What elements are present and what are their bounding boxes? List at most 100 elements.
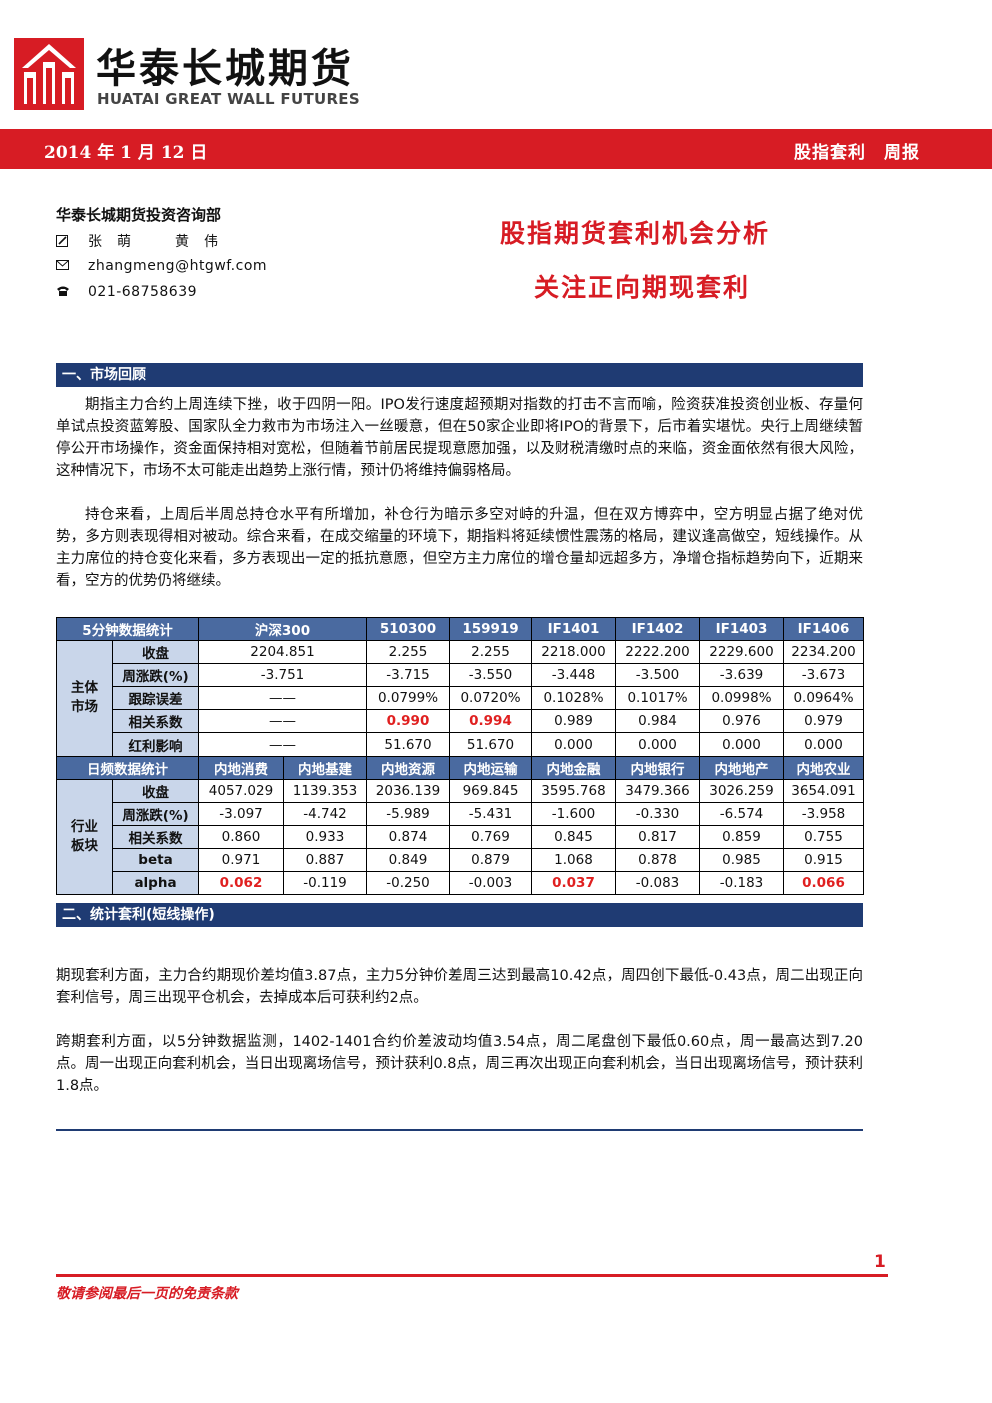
paragraph: 持仓来看，上周后半周总持仓水平有所增加，补仓行为暗示多空对峙的升温，但在双方博弈… — [56, 507, 863, 589]
table-cell: 0.845 — [531, 824, 616, 849]
table-cell: -5.989 — [366, 801, 450, 826]
table-cell: 0.0720% — [449, 686, 532, 711]
author-names: 张 萌 黄 伟 — [88, 234, 219, 250]
company-logo-icon — [14, 38, 84, 110]
phone-row: 021-68758639 — [56, 284, 197, 300]
table-cell: 51.670 — [449, 732, 532, 757]
table-header-cell: 内地地产 — [699, 755, 784, 780]
table-cell: -3.500 — [615, 663, 700, 688]
table-cell: 2036.139 — [366, 778, 450, 803]
table-cell: 0.971 — [198, 847, 284, 873]
table-cell-highlight: 0.990 — [366, 709, 450, 734]
page-number: 1 — [874, 1252, 886, 1272]
table-cell: -0.083 — [615, 871, 700, 896]
table-cell: 0.985 — [699, 847, 784, 873]
email-row: zhangmeng@htgwf.com — [56, 258, 267, 274]
table-cell: 0.0964% — [783, 686, 864, 711]
email-icon — [56, 259, 70, 271]
table-header-cell: IF1406 — [783, 616, 864, 642]
table-header-cell: 内地金融 — [531, 755, 616, 780]
phone-icon — [56, 285, 70, 297]
table-row: 红利影响 —— 51.670 51.670 0.000 0.000 0.000 … — [57, 732, 864, 757]
table-cell: 3595.768 — [531, 778, 616, 803]
paragraph: 期现套利方面，主力合约期现价差均值3.87点，主力5分钟价差周三达到最高10.4… — [56, 968, 863, 1006]
paragraph: 期指主力合约上周连续下挫，收于四阴一阳。IPO发行速度超预期对指数的打击不言而喻… — [56, 397, 863, 479]
row-label: 收盘 — [112, 778, 199, 803]
table-cell: 2229.600 — [699, 640, 784, 665]
table-cell: 2.255 — [366, 640, 450, 665]
table-row: beta 0.971 0.887 0.849 0.879 1.068 0.878… — [57, 847, 864, 873]
department-name: 华泰长城期货投资咨询部 — [56, 206, 222, 224]
daily-stats-header: 日频数据统计 内地消费 内地基建 内地资源 内地运输 内地金融 内地银行 内地地… — [56, 755, 864, 780]
table-cell: -0.183 — [699, 871, 784, 896]
table-cell: 0.817 — [615, 824, 700, 849]
minute-stats-header: 5分钟数据统计 沪深300 510300 159919 IF1401 IF140… — [56, 616, 864, 642]
table-cell: -5.431 — [449, 801, 532, 826]
table-cell: -3.550 — [449, 663, 532, 688]
table-header-cell: 内地运输 — [449, 755, 532, 780]
table-cell-highlight: 0.994 — [449, 709, 532, 734]
table-cell: -3.097 — [198, 801, 284, 826]
row-label: 红利影响 — [112, 732, 199, 757]
table-cell: 0.1028% — [531, 686, 616, 711]
table-header-cell: 159919 — [449, 616, 532, 642]
table-cell: 0.915 — [783, 847, 864, 873]
table-row: 跟踪误差 —— 0.0799% 0.0720% 0.1028% 0.1017% … — [57, 686, 864, 711]
table-cell: -3.639 — [699, 663, 784, 688]
table-cell: 0.860 — [198, 824, 284, 849]
table-cell: —— — [198, 686, 367, 711]
author-email[interactable]: zhangmeng@htgwf.com — [88, 258, 268, 274]
table-header-cell: 510300 — [366, 616, 450, 642]
section-title-stat-arbitrage: 二、统计套利(短线操作) — [56, 903, 863, 927]
table-header-cell: 日频数据统计 — [56, 755, 199, 780]
table-header-cell: 内地消费 — [198, 755, 284, 780]
table-cell: 0.859 — [699, 824, 784, 849]
row-label: 周涨跌(%) — [112, 663, 199, 688]
table-cell: 0.0998% — [699, 686, 784, 711]
table-cell: 0.979 — [783, 709, 864, 734]
author-names-row: 张 萌 黄 伟 — [56, 231, 219, 251]
author-phone: 021-68758639 — [88, 284, 198, 300]
row-label: 周涨跌(%) — [112, 801, 199, 826]
table-cell: 3026.259 — [699, 778, 784, 803]
row-label: 收盘 — [112, 640, 199, 665]
table-cell: -3.958 — [783, 801, 864, 826]
table-cell-highlight: 0.062 — [198, 871, 284, 896]
table-header-cell: IF1403 — [699, 616, 784, 642]
footer-divider — [56, 1274, 888, 1277]
table-header-cell: IF1401 — [531, 616, 616, 642]
table-cell: —— — [198, 732, 367, 757]
table-cell: 969.845 — [449, 778, 532, 803]
table-row: 主体市场 收盘 2204.851 2.255 2.255 2218.000 22… — [56, 640, 864, 757]
table-cell: 0.000 — [783, 732, 864, 757]
table-cell: 0.874 — [366, 824, 450, 849]
table-cell: 0.000 — [615, 732, 700, 757]
table-cell: 0.879 — [449, 847, 532, 873]
table-cell: 51.670 — [366, 732, 450, 757]
table-cell: -1.600 — [531, 801, 616, 826]
table-cell: 2204.851 — [198, 640, 367, 665]
brand-name-en: HUATAI GREAT WALL FUTURES — [97, 90, 360, 108]
table-row: 相关系数 0.860 0.933 0.874 0.769 0.845 0.817… — [57, 824, 864, 849]
table-row: 周涨跌(%) -3.097 -4.742 -5.989 -5.431 -1.60… — [57, 801, 864, 826]
row-label: 跟踪误差 — [112, 686, 199, 711]
table-header-cell: 5分钟数据统计 — [56, 616, 199, 642]
row-label: beta — [112, 847, 199, 873]
table-cell: 0.000 — [699, 732, 784, 757]
table-cell: 0.984 — [615, 709, 700, 734]
table-cell: -6.574 — [699, 801, 784, 826]
table-cell: -3.751 — [198, 663, 367, 688]
paragraph: 跨期套利方面，以5分钟数据监测，1402-1401合约价差波动均值3.54点，周… — [56, 1034, 863, 1094]
statistics-table: 5分钟数据统计 沪深300 510300 159919 IF1401 IF140… — [56, 616, 864, 896]
table-cell: 0.849 — [366, 847, 450, 873]
table-cell: -0.330 — [615, 801, 700, 826]
section-end-divider — [56, 1129, 863, 1131]
report-subtitle: 关注正向期现套利 — [534, 273, 751, 302]
table-cell-highlight: 0.066 — [783, 871, 864, 896]
table-cell: 3479.366 — [615, 778, 700, 803]
table-cell: 2222.200 — [615, 640, 700, 665]
table-cell: 0.0799% — [366, 686, 450, 711]
table-cell: 2234.200 — [783, 640, 864, 665]
table-cell: 4057.029 — [198, 778, 284, 803]
row-label: 相关系数 — [112, 709, 199, 734]
